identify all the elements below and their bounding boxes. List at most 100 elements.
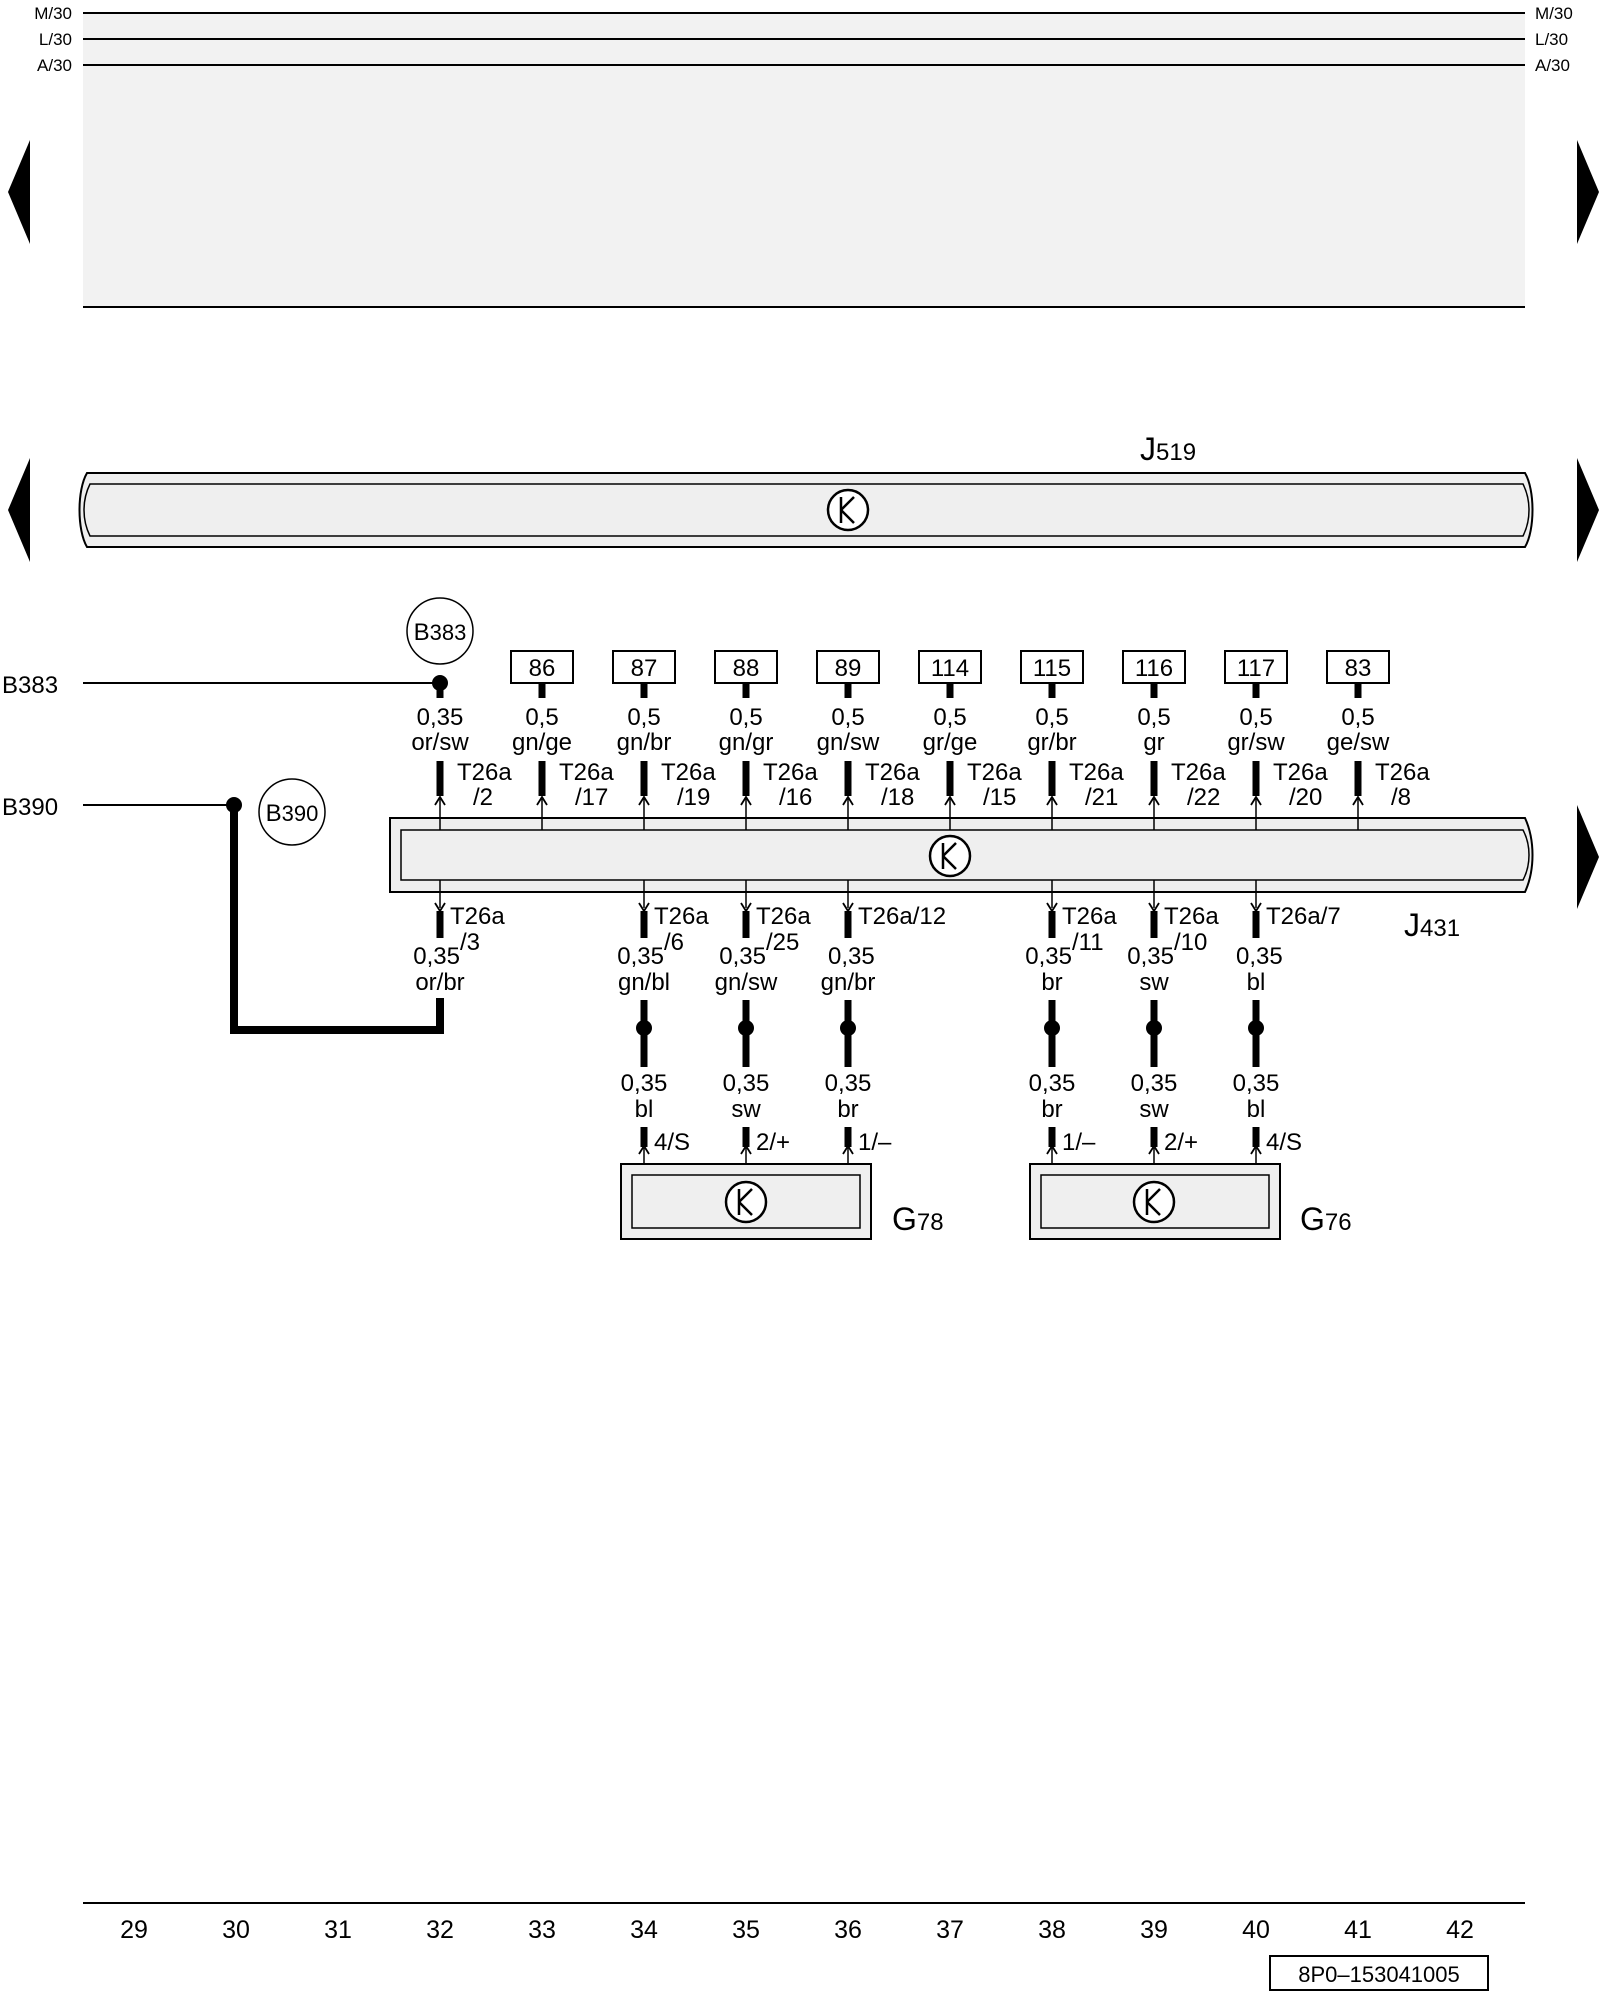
connector-pin: /15: [983, 784, 1016, 811]
wire-size: 0,5: [525, 704, 558, 731]
continue-left-arrow-icon: [8, 458, 30, 562]
connector-contact-icon: [1352, 795, 1364, 806]
continue-right-arrow-icon: [1577, 458, 1599, 562]
g78-label: G78: [892, 1201, 944, 1237]
connector-contact-icon: [1148, 1144, 1160, 1155]
wire-size: 0,35: [417, 704, 464, 731]
wire-size: 0,35: [1236, 943, 1283, 970]
connector-name: T26a: [1069, 759, 1124, 786]
j431-bottom-pins: T26a/30,35or/brT26a/60,35gn/bl0,35bl4/ST…: [413, 880, 1341, 1175]
connector-name: T26a: [1164, 903, 1219, 930]
device-pin-label: 4/S: [654, 1129, 690, 1156]
connector-contact-icon: [638, 795, 650, 806]
connector-pin: /8: [1391, 784, 1411, 811]
wire-ref-box: [1122, 650, 1186, 684]
wire-color-lower: bl: [635, 1096, 654, 1123]
wire-color-lower: sw: [731, 1096, 761, 1123]
column-number: 29: [120, 1916, 148, 1944]
connector-pin: /19: [677, 784, 710, 811]
connector-contact-icon: [536, 795, 548, 806]
wire-color: gr/ge: [923, 729, 978, 756]
wire-splice-dot: [738, 1020, 754, 1036]
column-number: 34: [630, 1916, 658, 1944]
column-number: 41: [1344, 1916, 1372, 1944]
wire-size: 0,35: [828, 943, 875, 970]
connector-name: T26a: [559, 759, 614, 786]
wire-color: or/sw: [411, 729, 469, 756]
connector-pin: /17: [575, 784, 608, 811]
connector-contact-icon: [842, 1144, 854, 1155]
j431-electronic-symbol-icon: [928, 834, 972, 878]
wire-color-lower: br: [837, 1096, 858, 1123]
connector-contact-icon: [1250, 795, 1262, 806]
connector-contact-icon: [1046, 795, 1058, 806]
continue-left-arrow-icon: [8, 140, 30, 244]
wire-size: 0,5: [1341, 704, 1374, 731]
column-number: 33: [528, 1916, 556, 1944]
reference-number: 8P0–153041005: [1298, 1962, 1460, 1987]
connector-pin: /3: [460, 929, 480, 956]
column-number: 40: [1242, 1916, 1270, 1944]
connector-contact-icon: [638, 1144, 650, 1155]
wire-ref-number: 117: [1237, 655, 1275, 682]
wire-splice-dot: [840, 1020, 856, 1036]
connector-contact-icon: [1250, 1144, 1262, 1155]
rail-label-a30-right: A/30: [1535, 56, 1570, 75]
j519-module-inner: [83, 483, 1530, 537]
wire-ref-box: [714, 650, 778, 684]
wire-color: ge/sw: [1327, 729, 1390, 756]
connector-contact-icon: [740, 1144, 752, 1155]
wire-size: 0,5: [1239, 704, 1272, 731]
device-pin-label: 1/–: [858, 1129, 892, 1156]
connector-pin: /18: [881, 784, 914, 811]
reference-box: [1269, 1955, 1489, 1991]
connector-name: T26a: [763, 759, 818, 786]
rail-label-m30-left: M/30: [34, 4, 72, 23]
wire-color-lower: sw: [1139, 1096, 1169, 1123]
connector-name: T26a: [1171, 759, 1226, 786]
connector-name: T26a: [865, 759, 920, 786]
wire-ref-number: 88: [733, 655, 760, 682]
connector-name: T26a: [756, 903, 811, 930]
connector-pin: /22: [1187, 784, 1220, 811]
wire-color: gn/br: [617, 729, 672, 756]
rail-label-l30-left: L/30: [39, 30, 72, 49]
wire-size: 0,5: [729, 704, 762, 731]
j519-label: J519: [1140, 431, 1196, 467]
rail-label-a30-left: A/30: [37, 56, 72, 75]
connector-name: T26a: [1062, 903, 1117, 930]
rail-band: [83, 13, 1525, 307]
b383-ground-label: B383: [414, 619, 467, 646]
wire-size-lower: 0,35: [723, 1070, 770, 1097]
connector-name: T26a: [1273, 759, 1328, 786]
b383-left-label: B383: [2, 672, 58, 699]
wire-splice-dot: [636, 1020, 652, 1036]
wire-splice-dot: [1248, 1020, 1264, 1036]
wire-ref-number: 86: [529, 655, 556, 682]
wire-size: 0,5: [627, 704, 660, 731]
wire-size: 0,35: [1025, 943, 1072, 970]
g76-electronic-symbol-icon: [1132, 1180, 1176, 1224]
b383-ground-symbol: [406, 597, 474, 665]
continue-right-arrow-icon: [1577, 140, 1599, 244]
wire-color: gr: [1143, 729, 1164, 756]
column-number: 42: [1446, 1916, 1474, 1944]
column-number: 35: [732, 1916, 760, 1944]
connector-name: T26a: [967, 759, 1022, 786]
connector-name: T26a: [457, 759, 512, 786]
wire-size: 0,5: [933, 704, 966, 731]
g78-electronic-symbol-icon: [724, 1180, 768, 1224]
j519-electronic-symbol-icon: [826, 488, 870, 532]
device-pin-label: 2/+: [1164, 1129, 1198, 1156]
wire-color-lower: br: [1041, 1096, 1062, 1123]
